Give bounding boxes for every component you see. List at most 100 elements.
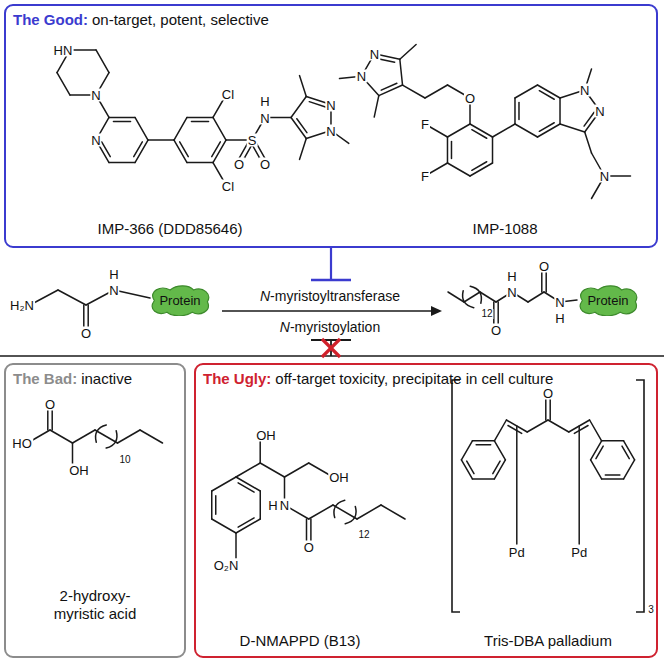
atom-label: O bbox=[490, 324, 502, 337]
bond bbox=[187, 117, 213, 119]
bond bbox=[235, 533, 237, 558]
bond bbox=[596, 446, 603, 459]
repeat-bracket bbox=[96, 425, 107, 442]
atom-label: Cl bbox=[221, 180, 235, 193]
atom-label: N bbox=[594, 105, 605, 118]
bond bbox=[624, 460, 635, 479]
bond bbox=[291, 96, 306, 117]
atom-label: HN bbox=[53, 44, 74, 57]
atom-label: OH bbox=[68, 464, 90, 477]
atom-label: HO bbox=[11, 437, 33, 450]
bond bbox=[472, 130, 487, 139]
cross-mark bbox=[322, 339, 340, 357]
bond bbox=[291, 118, 306, 139]
bond bbox=[381, 83, 397, 90]
atom-label: N bbox=[369, 47, 380, 60]
atom-label: N bbox=[259, 111, 270, 124]
bond bbox=[403, 85, 425, 98]
repeat-bracket bbox=[334, 500, 345, 517]
bond bbox=[140, 430, 163, 443]
bond bbox=[493, 124, 515, 137]
bond bbox=[135, 117, 148, 140]
atom-label: O₂N bbox=[213, 559, 240, 572]
bond bbox=[238, 483, 254, 492]
bond bbox=[374, 96, 379, 117]
bond bbox=[539, 91, 554, 100]
atom-label: OH bbox=[255, 429, 277, 442]
bond bbox=[605, 474, 620, 476]
compound-name: 2-hydroxy- myristic acid bbox=[39, 587, 151, 623]
atom-label: N bbox=[599, 170, 610, 183]
bond bbox=[73, 430, 96, 443]
bracket bbox=[452, 380, 460, 612]
bond bbox=[493, 461, 500, 474]
bond bbox=[96, 50, 109, 73]
atom-label: O bbox=[44, 398, 56, 411]
atom-label: N bbox=[325, 98, 336, 111]
bond bbox=[494, 441, 505, 460]
bond bbox=[492, 137, 494, 163]
inhibition-bar bbox=[311, 339, 351, 341]
bond bbox=[57, 73, 70, 96]
repeat-bracket bbox=[106, 431, 117, 448]
bond bbox=[518, 102, 520, 119]
panel-header: The Good:on-target, potent, selective bbox=[6, 6, 656, 28]
bond bbox=[472, 440, 494, 442]
reaction-arrow bbox=[222, 310, 433, 312]
bond bbox=[400, 59, 403, 85]
atom-label: N bbox=[279, 499, 290, 512]
inhibition-line bbox=[330, 248, 332, 280]
atom-label: N bbox=[554, 296, 565, 309]
bond bbox=[113, 121, 130, 123]
bond bbox=[300, 76, 307, 97]
bond bbox=[215, 496, 217, 514]
panel-box: The Ugly:off-target toxicity, precipitat… bbox=[194, 363, 658, 658]
atom-label: H₂N bbox=[9, 299, 35, 312]
bond bbox=[539, 123, 554, 132]
bond bbox=[515, 124, 538, 137]
atom-label: N bbox=[356, 70, 367, 83]
atom-label: H bbox=[259, 95, 270, 108]
bond bbox=[591, 460, 602, 479]
panel-subtitle: off-target toxicity, precipitate in cell… bbox=[275, 370, 553, 387]
atom-label: N bbox=[325, 124, 336, 137]
bond bbox=[285, 463, 309, 477]
bond bbox=[559, 98, 561, 124]
bond bbox=[50, 430, 73, 443]
bracket bbox=[636, 380, 644, 612]
subscript-number: 12 bbox=[480, 309, 493, 319]
bond bbox=[447, 137, 449, 163]
bond bbox=[378, 59, 395, 63]
panel-title: The Ugly: bbox=[203, 370, 271, 387]
bond bbox=[187, 162, 213, 164]
panel-subtitle: inactive bbox=[81, 370, 132, 387]
repeat-bracket bbox=[470, 286, 481, 303]
bond bbox=[109, 162, 135, 164]
bond bbox=[102, 142, 111, 157]
bond bbox=[180, 142, 189, 157]
compound-name: D-NMAPPD (B13) bbox=[239, 633, 362, 648]
protein-blob: Protein bbox=[576, 285, 639, 316]
atom-label: F bbox=[420, 170, 430, 183]
bond bbox=[191, 121, 208, 123]
bond bbox=[58, 290, 86, 305]
bond bbox=[528, 292, 544, 302]
panel-title: The Good: bbox=[13, 11, 88, 28]
atom-label: Pd bbox=[508, 546, 526, 559]
bond bbox=[467, 461, 474, 474]
bond bbox=[602, 440, 624, 442]
bond bbox=[259, 491, 261, 519]
bond bbox=[212, 519, 236, 533]
atom-label: Cl bbox=[221, 88, 235, 101]
protein-label: Protein bbox=[148, 285, 211, 316]
bond bbox=[70, 49, 96, 51]
bond bbox=[602, 478, 624, 480]
atom-label: N bbox=[90, 89, 101, 102]
bond bbox=[260, 463, 284, 477]
bond bbox=[213, 117, 226, 140]
bond bbox=[95, 430, 118, 443]
atom-label: N bbox=[579, 84, 590, 97]
atom-label: O bbox=[538, 260, 550, 273]
bond bbox=[515, 85, 538, 98]
bond bbox=[309, 102, 325, 107]
